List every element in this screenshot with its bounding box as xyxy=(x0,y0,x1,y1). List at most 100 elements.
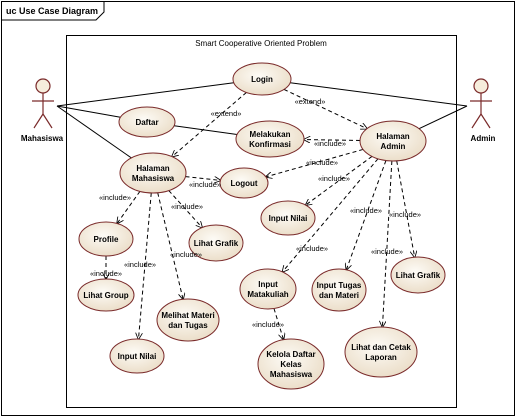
use-cases-layer: LoginDaftarMelakukanKonfirmasiHalamanAdm… xyxy=(77,62,446,390)
stick-figure-icon xyxy=(470,78,492,129)
use-case-ellipse xyxy=(390,256,446,294)
actors-layer: Mahasiswa Admin xyxy=(21,78,496,143)
association-line-adm-login xyxy=(290,82,468,107)
use-case-ellipse xyxy=(119,152,187,194)
use-case-inputNilaiA[interactable]: Input Nilai xyxy=(260,200,316,236)
dependency-arrow-matkul-kelola xyxy=(273,308,284,340)
use-case-label: Halaman xyxy=(376,132,409,141)
use-case-ellipse xyxy=(344,326,418,378)
use-case-label: Kelas xyxy=(280,360,302,369)
relationship-labels-layer: «extend» «extend» «include» «include» «inclu… xyxy=(90,97,421,329)
dependency-arrow-login-halAdmin xyxy=(283,88,367,128)
association-line-mhs-login xyxy=(56,82,234,107)
use-case-ellipse xyxy=(311,268,367,312)
dependency-label-halMhs-grafikM: «include» xyxy=(171,202,203,211)
dependency-label-matkul-kelola: «include» xyxy=(252,320,284,329)
dependency-label-profile-group: «include» xyxy=(90,269,122,278)
actor-admin[interactable]: Admin xyxy=(470,78,496,143)
dependency-label-halAdmin-logout: «include» xyxy=(306,158,338,167)
use-case-ellipse xyxy=(188,224,244,262)
dependency-arrow-halAdmin-konfirm xyxy=(304,140,361,141)
dependency-label-login-halAdmin: «extend» xyxy=(295,97,326,106)
use-case-ellipse xyxy=(235,120,305,158)
use-case-label: dan Tugas xyxy=(168,321,208,330)
use-case-ellipse xyxy=(257,338,325,390)
use-case-label: Input Nilai xyxy=(118,352,157,361)
use-case-grafikA[interactable]: Lihat Grafik xyxy=(390,256,446,294)
dependency-label-halAdmin-grafikA: «include» xyxy=(389,210,421,219)
use-case-label: Matakuliah xyxy=(247,290,288,299)
dependency-arrow-halAdmin-logout xyxy=(266,148,364,176)
use-case-group[interactable]: Lihat Group xyxy=(77,278,135,312)
dependency-arrow-halAdmin-matkul xyxy=(282,158,379,272)
actor-label: Admin xyxy=(471,134,496,143)
dependency-label-halAdmin-tugas: «include» xyxy=(350,206,382,215)
association-line-daftar-konfirm xyxy=(174,125,238,135)
use-case-label: Admin xyxy=(381,142,406,151)
use-case-ellipse xyxy=(156,298,220,342)
use-case-profile[interactable]: Profile xyxy=(78,221,134,257)
association-line-adm-halAdmin xyxy=(418,105,468,130)
use-case-login[interactable]: Login xyxy=(232,62,292,96)
use-case-label: Daftar xyxy=(135,118,158,127)
use-case-logout[interactable]: Logout xyxy=(219,167,269,199)
dependency-arrow-halMhs-inputNilaiM xyxy=(138,192,152,339)
use-case-label: Halaman xyxy=(136,164,169,173)
use-case-label: Input Nilai xyxy=(269,214,308,223)
system-title: Smart Cooperative Oriented Problem xyxy=(195,39,327,48)
dependency-label-halAdmin-konfirm: «include» xyxy=(314,139,346,148)
dependency-label-halAdmin-inputNilaiA: «include» xyxy=(318,174,350,183)
dependency-label-halAdmin-laporan: «include» xyxy=(371,247,403,256)
actor-label: Mahasiswa xyxy=(21,134,64,143)
use-case-label: Input xyxy=(258,280,278,289)
dependency-label-halMhs-logout: «include» xyxy=(189,180,221,189)
use-case-daftar[interactable]: Daftar xyxy=(118,106,176,138)
use-case-label: Kelola Daftar xyxy=(266,350,315,359)
use-case-label: Konfirmasi xyxy=(249,140,291,149)
dependency-label-halMhs-profile: «include» xyxy=(99,193,131,202)
dependency-arrow-halMhs-materi xyxy=(157,192,183,299)
dependency-label-halMhs-materi: «include» xyxy=(170,250,202,259)
use-case-ellipse xyxy=(359,120,427,162)
use-case-label: Mahasiswa xyxy=(270,370,313,379)
dependency-arrow-halAdmin-tugas xyxy=(346,160,387,270)
dependency-arrow-halAdmin-grafikA xyxy=(396,160,415,257)
use-case-label: Laporan xyxy=(365,353,397,362)
stick-figure-icon xyxy=(32,78,54,129)
use-case-label: Lihat Grafik xyxy=(396,271,441,280)
use-case-ellipse xyxy=(109,338,165,374)
dependency-label-halAdmin-matkul: «include» xyxy=(296,244,328,253)
use-case-ellipse xyxy=(118,106,176,138)
use-case-ellipse xyxy=(219,167,269,199)
use-case-label: Mahasiswa xyxy=(132,174,175,183)
frame-label: uc Use Case Diagram xyxy=(6,6,98,16)
use-case-label: Login xyxy=(251,75,273,84)
use-case-label: Lihat Grafik xyxy=(194,239,239,248)
use-case-ellipse xyxy=(232,62,292,96)
use-case-inputNilaiM[interactable]: Input Nilai xyxy=(109,338,165,374)
dependency-label-login-halMhs: «extend» xyxy=(211,109,242,118)
use-case-label: Profile xyxy=(94,235,119,244)
use-case-label: Logout xyxy=(230,179,257,188)
actor-mahasiswa[interactable]: Mahasiswa xyxy=(21,78,64,143)
use-case-grafikM[interactable]: Lihat Grafik xyxy=(188,224,244,262)
association-line-mhs-halMhs xyxy=(56,105,132,159)
use-case-ellipse xyxy=(78,221,134,257)
use-case-label: Melakukan xyxy=(250,130,291,139)
dependency-arrow-halMhs-grafikM xyxy=(168,190,202,228)
use-case-label: Lihat Group xyxy=(83,291,128,300)
edges-layer xyxy=(56,82,468,340)
dependency-arrow-halMhs-logout xyxy=(185,176,220,181)
use-case-ellipse xyxy=(239,268,297,310)
use-case-label: dan Materi xyxy=(319,291,359,300)
association-line-mhs-daftar xyxy=(56,105,121,118)
